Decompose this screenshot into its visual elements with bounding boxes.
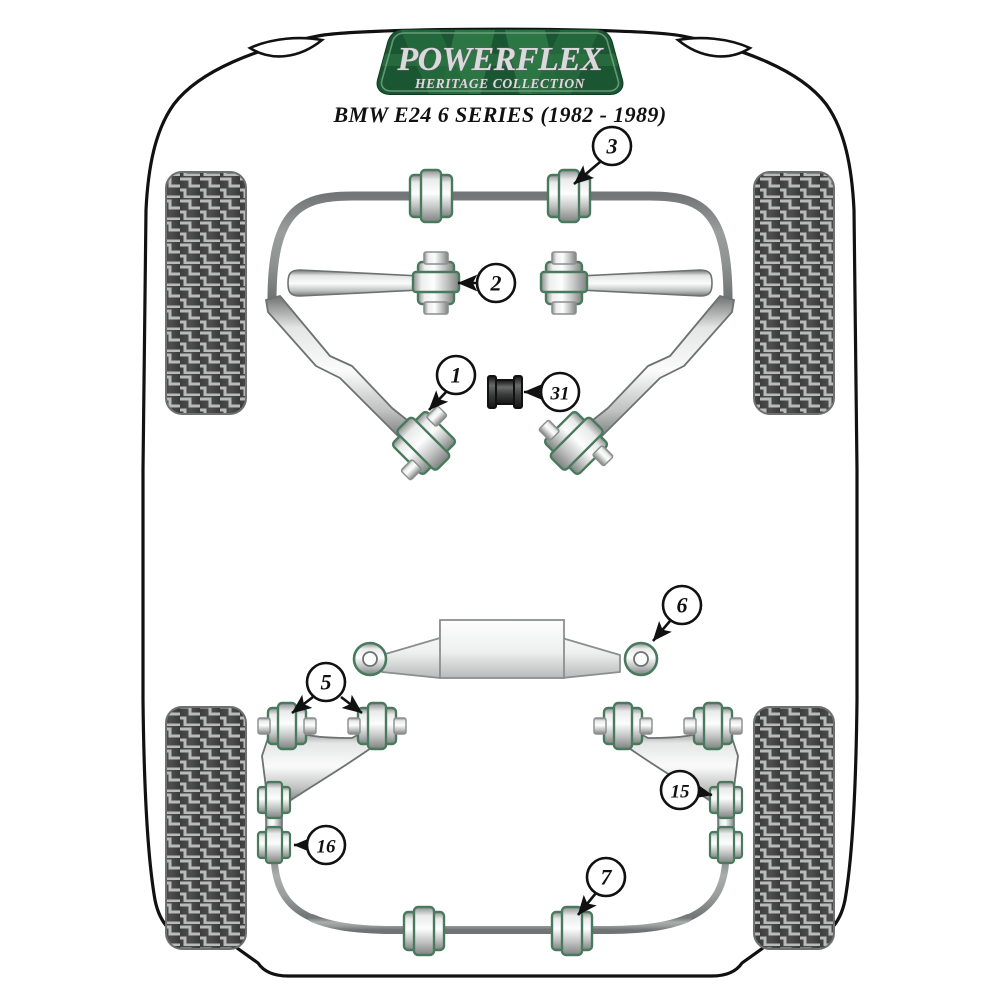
leader-1: [428, 390, 449, 411]
rear-arm-bush-left-inner: [257, 701, 317, 751]
rear-drop-link-bush-right-upper: [708, 780, 744, 820]
callout-2-label: 2: [490, 271, 502, 296]
callout-6-label: 6: [677, 593, 688, 618]
callout-31[interactable]: 31: [539, 371, 581, 413]
front-wishbone-bush-left: [391, 405, 457, 481]
rear-arb-bush-left: [402, 905, 446, 957]
callout-16[interactable]: 16: [305, 824, 347, 866]
rear-drop-link-bush-right-lower: [708, 825, 744, 865]
front-anti-roll-bar: [267, 191, 733, 305]
callout-1-ring: [435, 354, 477, 396]
callout-6-ring: [661, 584, 703, 626]
rear-drop-link-bush-left-lower: [256, 825, 292, 865]
rear-subframe-bush-right: [623, 641, 659, 677]
rear-arb-bush-right: [550, 905, 594, 957]
powerflex-logo: POWERFLEX HERITAGE COLLECTION: [376, 29, 624, 95]
callout-16-label: 16: [317, 837, 337, 858]
callout-2[interactable]: 2: [475, 262, 517, 304]
wheel-front-right: [753, 171, 835, 415]
leader-3: [573, 161, 601, 185]
rear-anti-roll-bar: [308, 914, 692, 934]
callout-6[interactable]: 6: [661, 584, 703, 626]
callout-16-ring: [305, 824, 347, 866]
callout-leaders: [291, 161, 713, 916]
callout-5[interactable]: 5: [305, 661, 347, 703]
car-body-outline: [141, 27, 859, 978]
callout-7-label: 7: [601, 865, 613, 890]
leader-15: [691, 782, 713, 799]
front-tie-rod-bush-right: [539, 251, 589, 315]
callout-3-label: 3: [606, 134, 618, 159]
callout-5-label: 5: [321, 670, 332, 695]
leader-5b: [340, 694, 363, 715]
front-tie-rod-left: [287, 269, 441, 297]
callout-1-label: 1: [451, 363, 462, 388]
wheel-rear-right: [753, 706, 835, 950]
front-tie-rod-bush-left: [411, 251, 461, 315]
front-tie-rod-right: [559, 269, 713, 297]
rear-drop-link-bush-left-upper: [256, 780, 292, 820]
logo-secondary-text: HERITAGE COLLECTION: [414, 76, 586, 91]
small-bush-31: [487, 375, 523, 409]
rear-arm-bush-right-outer: [593, 701, 653, 751]
callout-15-label: 15: [671, 782, 691, 803]
front-arb-bush-right: [546, 168, 592, 224]
logo-primary-text: POWERFLEX: [396, 41, 604, 78]
page-title: BMW E24 6 SERIES (1982 - 1989): [332, 102, 666, 127]
rear-arm-bush-right-inner: [683, 701, 743, 751]
callout-3-ring: [591, 125, 633, 167]
callout-31-ring: [539, 371, 581, 413]
leader-7: [576, 892, 598, 916]
callout-7-ring: [585, 856, 627, 898]
leader-6: [652, 620, 672, 642]
rear-arm-bush-left-outer: [347, 701, 407, 751]
front-arb-bush-left: [408, 168, 454, 224]
wheel-front-left: [165, 171, 247, 415]
callout-15-ring: [659, 769, 701, 811]
callout-15[interactable]: 15: [659, 769, 701, 811]
rear-subframe-bush-left: [352, 641, 388, 677]
front-wishbone-bush-right: [538, 410, 614, 476]
mirror-right-icon: [674, 36, 753, 58]
rear-subframe-mount: [381, 619, 621, 679]
callout-3[interactable]: 3: [591, 125, 633, 167]
callout-5-ring: [305, 661, 347, 703]
callout-31-label: 31: [550, 384, 570, 405]
callout-bubbles: 3 2 1 31 6 5 15 16 7: [305, 125, 703, 898]
callout-7[interactable]: 7: [585, 856, 627, 898]
callout-1[interactable]: 1: [435, 354, 477, 396]
wheel-rear-left: [165, 706, 247, 950]
logo-union-jack: [377, 30, 623, 94]
leader-5a: [291, 694, 314, 715]
mirror-left-icon: [247, 36, 326, 58]
callout-2-ring: [475, 262, 517, 304]
